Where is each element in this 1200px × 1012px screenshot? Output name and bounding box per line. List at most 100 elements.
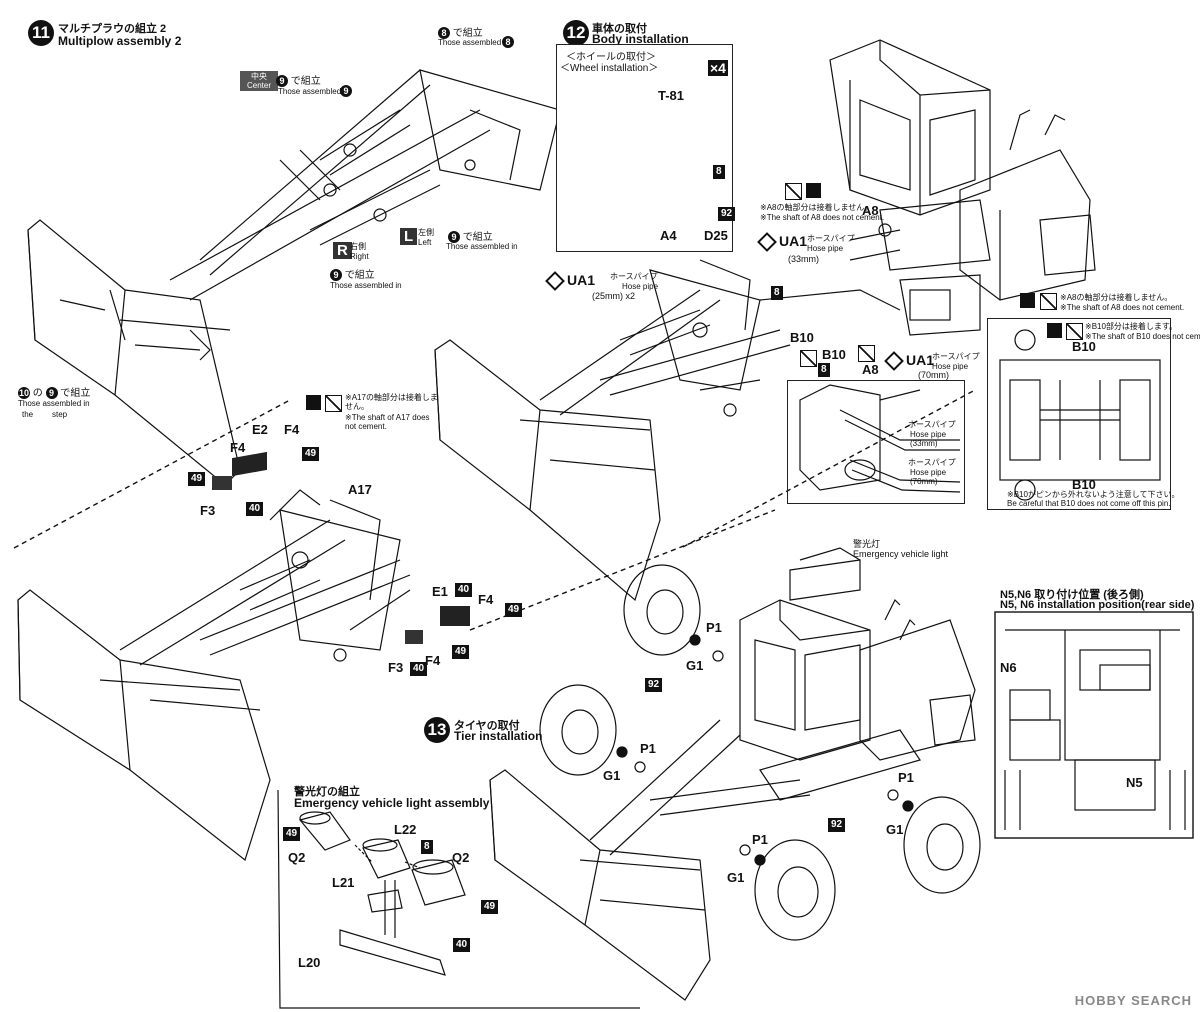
left-step-ref: 9 <box>448 231 460 244</box>
part-f4-d: F4 <box>425 653 441 668</box>
part-g1-b: G1 <box>603 768 621 783</box>
b10-note-en: ※The shaft of B10 does not cement. <box>1085 332 1200 341</box>
light-jp: 警光灯 <box>853 539 881 549</box>
right-asm-en: Those assembled in <box>330 281 402 290</box>
step13-title-jp: タイヤの取付 <box>454 720 520 732</box>
light-en: Emergency vehicle light <box>853 549 949 559</box>
center-badge: 中央 Center <box>240 71 278 91</box>
part-f3-b: F3 <box>388 660 404 675</box>
right-assembly-note: 9 で組立 <box>330 266 375 282</box>
underside-detail <box>999 329 1161 501</box>
paint-49-a: 49 <box>302 447 320 461</box>
part-f4-c: F4 <box>478 592 494 607</box>
center-en: Those assembled in <box>278 87 350 96</box>
part-b10-d: B10 <box>1072 477 1096 492</box>
cement-icon-a8c <box>1020 293 1035 308</box>
plow-top-left <box>27 69 561 486</box>
paint-8-wheel: 8 <box>713 165 725 179</box>
n5n6-title-en: N5, N6 installation position(rear side) <box>1000 599 1195 611</box>
b10-note-jp: ※B10部分は接着します。 <box>1085 322 1178 331</box>
a8-note2-en: ※The shaft of A8 does not cement. <box>1060 303 1185 312</box>
b10-bottom-jp: ※B10がピンから外れないよう注意して下さい。 <box>1007 490 1180 499</box>
part-f3-a: F3 <box>200 503 216 518</box>
left-assembly-note: 9 で組立 <box>448 228 493 244</box>
wheel-installation-en: ＜Wheel installation＞ <box>560 63 659 74</box>
plow-bottom-left <box>17 489 411 862</box>
step13-title-en: Tier installation <box>454 729 543 743</box>
step10-en3: step <box>52 410 68 419</box>
f3-part-shape <box>212 476 232 490</box>
n5n6-title-jp: N5,N6 取り付け位置 (後ろ側) <box>1000 589 1144 601</box>
ua1-left-len: (25mm) x2 <box>592 291 636 301</box>
cement-icon-b10 <box>1047 323 1062 338</box>
part-g1-c: G1 <box>886 822 904 837</box>
paint-40-c: 40 <box>410 662 428 676</box>
part-n5: N5 <box>1126 775 1143 790</box>
paint-8-b: 8 <box>771 286 783 300</box>
quantity-badge: ×4 <box>708 60 728 76</box>
detail-hose70-en: Hose pipe <box>910 468 947 477</box>
step10-ref: 10 <box>18 387 30 400</box>
step12-title-jp: 車体の取付 <box>592 23 647 35</box>
step10-jp2: で組立 <box>60 388 91 399</box>
part-l22: L22 <box>394 822 417 837</box>
left-en: Left <box>418 238 432 247</box>
paint-92-b: 92 <box>828 818 846 832</box>
part-l20: L20 <box>298 955 321 970</box>
center-step-ref: 9 <box>276 75 288 88</box>
f3b-part-shape <box>405 630 423 644</box>
part-p1-a: P1 <box>706 620 722 635</box>
light-paint-8: 8 <box>421 840 433 854</box>
part-f4-a: F4 <box>284 422 300 437</box>
ua1-left-jp: ホースパイプ <box>610 272 658 281</box>
step11-title-en: Multiplow assembly 2 <box>58 34 182 48</box>
detail-hose33-en: Hose pipe <box>910 430 947 439</box>
diamond-icon-left <box>545 271 565 292</box>
part-e1: E1 <box>432 584 448 599</box>
paint-8-c: 8 <box>818 363 830 377</box>
paint-49-c: 49 <box>505 603 523 617</box>
hose-detail <box>799 384 961 493</box>
part-n6: N6 <box>1000 660 1017 675</box>
left-asm-jp: で組立 <box>462 232 493 243</box>
paint-92-wheel: 92 <box>718 207 736 221</box>
ua1-bot-label: UA1 <box>884 351 934 372</box>
no-cement-icon <box>325 395 342 412</box>
right-en: Right <box>350 252 369 261</box>
ua1-top-en: Hose pipe <box>807 244 844 253</box>
part-p1-b: P1 <box>640 741 656 756</box>
ua1-top-jp: ホースパイプ <box>807 234 855 243</box>
wheel-installation-box <box>556 44 733 252</box>
no-cement-icon-a8 <box>785 183 802 200</box>
step10-en1: Those assembled in <box>18 399 90 408</box>
no-cement-icon-a8b <box>858 345 875 362</box>
center-badge-en: Center <box>246 81 271 90</box>
wheel-installation-jp: ＜ホイールの取付＞ <box>566 52 656 63</box>
right-jp: 右側 <box>350 242 366 251</box>
part-a8-bottom: A8 <box>862 362 879 377</box>
vehicle-bottom <box>489 547 976 1001</box>
part-q2-a: Q2 <box>288 850 306 865</box>
detail-hose33-jp: ホースパイプ <box>908 420 956 429</box>
ua1-top-len: (33mm) <box>788 254 819 264</box>
step10-ref-note: 10 の 9 で組立 <box>18 384 91 400</box>
ua1-bot-len: (70mm) <box>918 370 949 380</box>
part-f4-b: F4 <box>230 440 246 455</box>
e1-part-shape <box>440 606 470 626</box>
part-b10-a: B10 <box>790 330 814 345</box>
part-b10-b: B10 <box>822 347 846 362</box>
step11-title-jp: マルチプラウの組立 2 <box>58 23 167 35</box>
paint-92-a: 92 <box>645 678 663 692</box>
watermark: HOBBY SEARCH <box>1074 993 1192 1008</box>
center-badge-jp: 中央 <box>251 72 267 81</box>
b10-detail-box <box>987 318 1171 510</box>
cement-icon-a8 <box>806 183 821 198</box>
a8-note-en: ※The shaft of A8 does not cement. <box>760 213 885 222</box>
a8-note-jp: ※A8の軸部分は接着しません。 <box>760 203 873 212</box>
ua1-top: UA1 <box>779 233 808 249</box>
right-step-ref: 9 <box>330 269 342 282</box>
ua1-bot-jp: ホースパイプ <box>932 352 980 361</box>
paint-40-b: 40 <box>455 583 473 597</box>
step11-number: 11 <box>28 20 54 46</box>
part-g1-a: G1 <box>686 658 704 673</box>
